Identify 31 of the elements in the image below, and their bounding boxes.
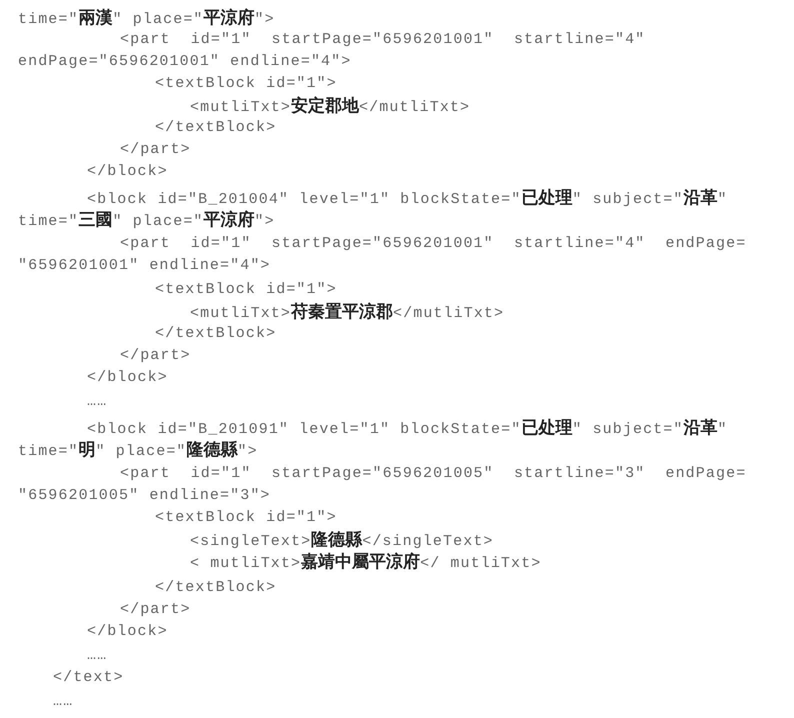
code-line: ……	[53, 692, 74, 712]
code-line: <mutliTxt>苻秦置平涼郡</mutliTxt>	[190, 302, 504, 324]
code-line: </textBlock>	[155, 324, 276, 344]
code-line: </block>	[87, 622, 168, 642]
code-line: <part id=″1″ startPage=″6596201001″ startline=″4″	[120, 30, 646, 50]
code-line: time=″明″ place=″隆德縣″>	[18, 440, 258, 462]
code-line: </block>	[87, 368, 168, 388]
code-line: endPage=″6596201001″ endline=″4″>	[18, 52, 352, 72]
code-line: < mutliTxt>嘉靖中屬平涼府</ mutliTxt>	[190, 552, 542, 574]
code-line: <mutliTxt>安定郡地</mutliTxt>	[190, 96, 470, 118]
code-line: </block>	[87, 162, 168, 182]
code-line: </part>	[120, 346, 191, 366]
code-line: ″6596201001″ endline=″4″>	[18, 256, 271, 276]
code-line: </textBlock>	[155, 118, 276, 138]
code-line: </part>	[120, 600, 191, 620]
code-line: <block id=″B_201004″ level=″1″ blockState=″已处理″ subject=″沿革″	[87, 188, 728, 210]
code-line: ……	[87, 392, 108, 412]
code-line: <block id=″B_201091″ level=″1″ blockState=″已处理″ subject=″沿革″	[87, 418, 728, 440]
code-line: time=″兩漢″ place=″平涼府″>	[18, 8, 275, 30]
code-line: ……	[87, 646, 108, 666]
code-line: <textBlock id=″1″>	[155, 74, 337, 94]
code-line: <part id=″1″ startPage=″6596201005″ startline=″3″ endPage=	[120, 464, 746, 484]
code-line: </text>	[53, 668, 124, 688]
code-line: ″6596201005″ endline=″3″>	[18, 486, 271, 506]
code-line: </textBlock>	[155, 578, 276, 598]
code-line: time=″三國″ place=″平涼府″>	[18, 210, 275, 232]
code-line: <textBlock id=″1″>	[155, 508, 337, 528]
code-line: <textBlock id=″1″>	[155, 280, 337, 300]
code-line: </part>	[120, 140, 191, 160]
code-line: <part id=″1″ startPage=″6596201001″ startline=″4″ endPage=	[120, 234, 746, 254]
code-line: <singleText>隆德縣</singleText>	[190, 530, 494, 552]
